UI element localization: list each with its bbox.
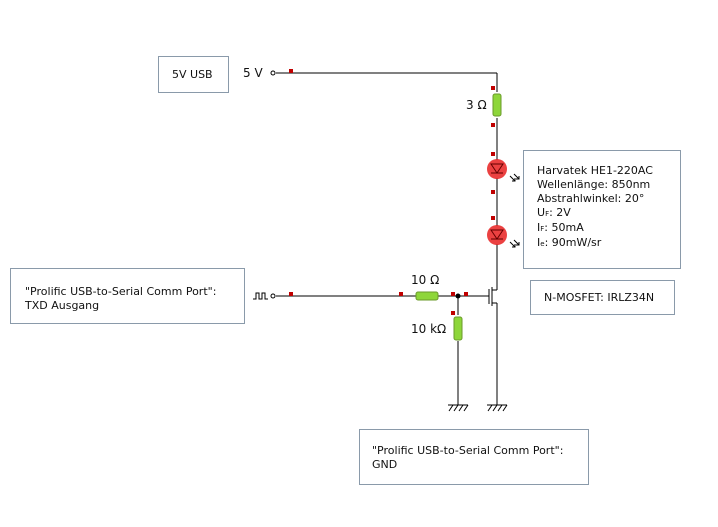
usb-label: 5V USB xyxy=(172,68,213,81)
txd-line1: "Prolific USB-to-Serial Comm Port": xyxy=(25,285,217,298)
mosfet-info: N-MOSFET: IRLZ34N xyxy=(544,291,655,304)
usb-label-box: 5V USB xyxy=(158,56,229,93)
txd-line2: TXD Ausgang xyxy=(25,299,100,312)
voltage-label: 5 V xyxy=(243,66,263,80)
gnd-box: "Prolific USB-to-Serial Comm Port": GND xyxy=(359,429,589,485)
pulse-icon xyxy=(253,292,268,300)
led-1 xyxy=(487,159,507,179)
led-ie: Ie: 90mW/sr xyxy=(537,236,602,249)
led-uf: UF: 2V xyxy=(537,206,571,219)
r1-label: 3 Ω xyxy=(466,98,487,112)
resistor-3ohm xyxy=(492,93,502,117)
led-2 xyxy=(487,225,507,245)
r-pulldown-label: 10 kΩ xyxy=(411,322,447,336)
resistor-10ohm xyxy=(415,291,439,301)
txd-box: "Prolific USB-to-Serial Comm Port": TXD … xyxy=(10,268,245,324)
r-gate-label: 10 Ω xyxy=(411,273,440,287)
gnd-line2: GND xyxy=(372,458,398,471)
led-info-box: Harvatek HE1-220AC Wellenlänge: 850nm Ab… xyxy=(523,150,681,269)
mosfet-info-box: N-MOSFET: IRLZ34N xyxy=(530,280,675,315)
resistor-10kohm xyxy=(453,316,463,341)
gnd-line1: "Prolific USB-to-Serial Comm Port": xyxy=(372,444,564,457)
led-if: IF: 50mA xyxy=(537,221,584,234)
led-angle: Abstrahlwinkel: 20° xyxy=(537,192,645,205)
led-name: Harvatek HE1-220AC xyxy=(537,164,653,177)
junction xyxy=(455,293,461,299)
led-wavelength: Wellenlänge: 850nm xyxy=(537,178,651,191)
